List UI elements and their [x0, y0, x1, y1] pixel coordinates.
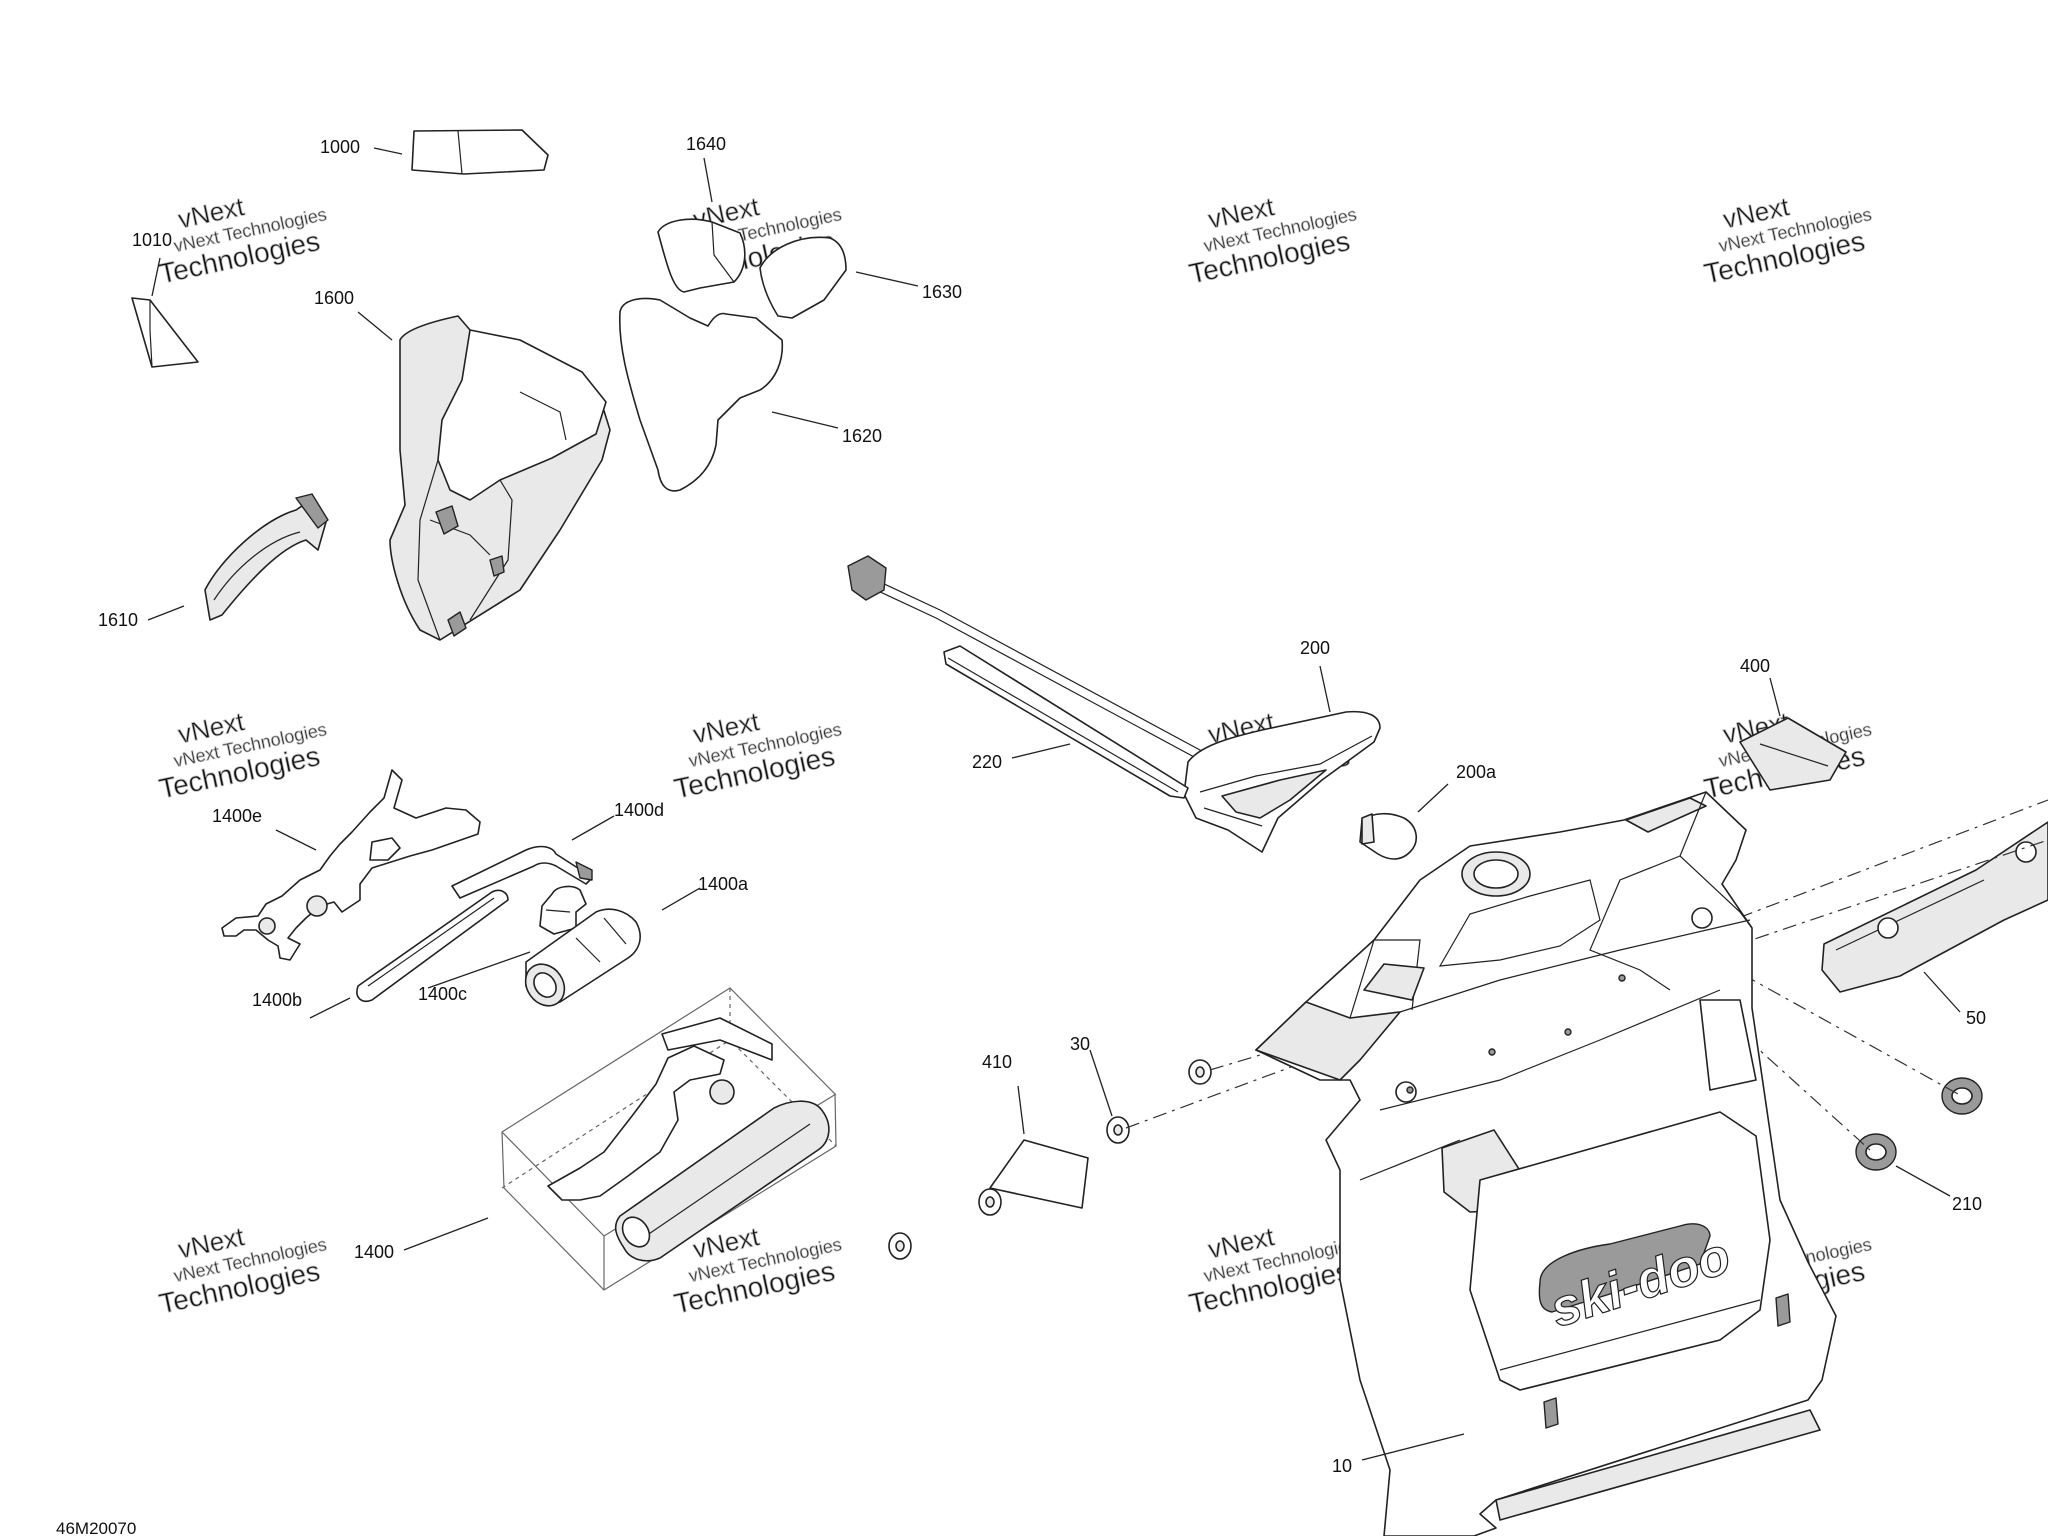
watermark: vNext vNext Technologies Technologies [156, 191, 329, 290]
callout-1640: 1640 [686, 134, 726, 154]
callout-1000: 1000 [320, 137, 360, 157]
part-1400e-wrench [221, 769, 481, 961]
part-1600-storage-box [389, 315, 611, 641]
leader-lines [147, 147, 1961, 1461]
callout-1010: 1010 [132, 230, 172, 250]
callout-1610: 1610 [98, 610, 138, 630]
callout-1400: 1400 [354, 1242, 394, 1262]
part-1010-label [131, 297, 199, 368]
part-1640-foam-pad [657, 218, 746, 293]
watermark: vNext vNext Technologies Technologies [156, 706, 329, 805]
callout-220: 220 [972, 752, 1002, 772]
callout-30: 30 [1070, 1034, 1090, 1054]
callout-210: 210 [1952, 1194, 1982, 1214]
callout-1400a: 1400a [698, 874, 749, 894]
part-410-decal [989, 1139, 1089, 1209]
part-200a-bulb [1359, 812, 1417, 860]
callout-10: 10 [1332, 1456, 1352, 1476]
callout-1630: 1630 [922, 282, 962, 302]
part-200-tail-light-assembly [847, 555, 1381, 853]
callout-labels: 1000 1640 1630 1010 1600 1620 1610 1400e… [98, 134, 1986, 1476]
callout-1400b: 1400b [252, 990, 302, 1010]
part-1400d-hex-key [451, 845, 593, 899]
part-1000-decal [411, 129, 549, 175]
callout-1620: 1620 [842, 426, 882, 446]
part-50-bracket [1821, 821, 2048, 993]
part-1400c-clip [539, 885, 587, 935]
callout-410: 410 [982, 1052, 1012, 1072]
callout-200a: 200a [1456, 762, 1497, 782]
callout-1400e: 1400e [212, 806, 262, 826]
callout-1600: 1600 [314, 288, 354, 308]
callout-200: 200 [1300, 638, 1330, 658]
part-10-rear-housing: ski-doo [1255, 791, 1837, 1536]
watermark: vNext vNext Technologies Technologies [1701, 191, 1874, 290]
diagram-id: 46M20070 [56, 1519, 136, 1536]
callout-50: 50 [1966, 1008, 1986, 1028]
watermark: vNext vNext Technologies Technologies [156, 1221, 329, 1320]
part-1400b-extension-bar [356, 889, 509, 1002]
part-210-grommet [1855, 1077, 1983, 1171]
part-30-washer [888, 1059, 1212, 1260]
part-1400-tool-kit-assembly [501, 987, 837, 1291]
part-220-seal-strip [943, 645, 1189, 799]
part-1400a-socket [524, 908, 641, 1007]
callout-1400c: 1400c [418, 984, 467, 1004]
part-400-reflector [1739, 717, 1847, 791]
watermark: vNext vNext Technologies Technologies [1186, 191, 1359, 290]
part-1630-foam-pad [759, 236, 847, 319]
watermark: vNext vNext Technologies Technologies [1186, 1221, 1359, 1320]
callout-400: 400 [1740, 656, 1770, 676]
part-1610-strap [204, 493, 329, 621]
callout-1400d: 1400d [614, 800, 664, 820]
part-1620-foam-insert [618, 297, 784, 492]
watermark: vNext vNext Technologies Technologies [671, 706, 844, 805]
